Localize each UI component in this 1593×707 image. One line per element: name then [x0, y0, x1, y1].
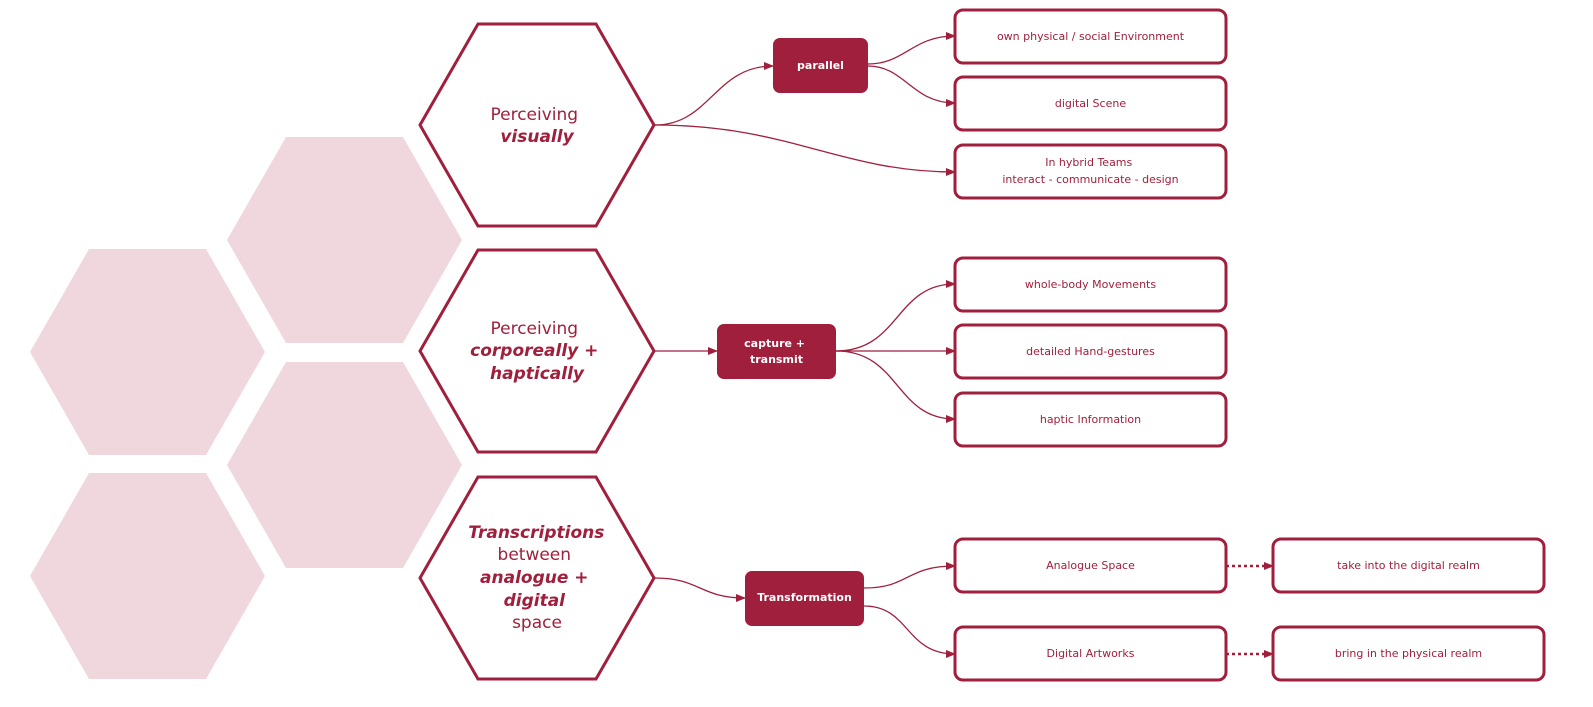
decorative-hexagon: [227, 362, 462, 568]
hexagon-outline: [418, 248, 656, 454]
middle-node-line: capture +: [744, 337, 805, 350]
hexagon-line: haptically: [490, 364, 585, 384]
realm-label: bring in the physical realm: [1335, 647, 1482, 660]
outcome-node: detailed Hand-gestures: [953, 323, 1228, 380]
outcome-label: detailed Hand-gestures: [1026, 345, 1155, 358]
hexagon-line: corporeally +: [470, 341, 598, 361]
outcome-nodes: own physical / social Environment digita…: [953, 8, 1546, 682]
connector-capture-to-haptic: [835, 350, 956, 423]
hexagon-line: visually: [500, 127, 574, 147]
outcome-box: [953, 323, 1228, 380]
outcome-node: digital Scene: [953, 75, 1228, 132]
middle-node-label: parallel: [797, 59, 844, 72]
outcome-box: [953, 537, 1228, 594]
decorative-hexagon: [30, 473, 265, 679]
middle-node-label: capture + transmit: [744, 337, 809, 366]
decorative-hexagons: [30, 137, 462, 679]
hexagon-line: between: [498, 545, 572, 565]
outcome-box: [953, 391, 1228, 448]
connector-hex1-to-hybrid-teams: [654, 124, 956, 176]
realm-node: take into the digital realm: [1271, 537, 1546, 594]
outcome-node: own physical / social Environment: [953, 8, 1228, 65]
outcome-box: [953, 8, 1228, 65]
connector-transformation-to-digital-artworks: [863, 605, 956, 658]
hexagon-label: Transcriptions between analogue + digita…: [468, 523, 610, 633]
outcome-line: interact - communicate - design: [1002, 173, 1178, 186]
middle-node-box: [745, 571, 864, 626]
realm-box: [1271, 537, 1546, 594]
hexagon-row-3: Transcriptions between analogue + digita…: [418, 475, 656, 681]
outcome-box: [953, 143, 1228, 200]
middle-node-parallel: parallel: [773, 38, 868, 93]
realm-line: take into the digital realm: [1337, 559, 1480, 572]
middle-node-line: transmit: [750, 353, 803, 366]
outcome-label: Analogue Space: [1046, 559, 1135, 572]
middle-node-box: [717, 324, 836, 379]
outcome-node: Digital Artworks: [953, 625, 1228, 682]
hexagon-line: Transcriptions: [468, 523, 604, 543]
hexagon-outline: [418, 22, 656, 228]
outcome-label: whole-body Movements: [1025, 278, 1156, 291]
hexagon-line: digital: [504, 591, 567, 611]
outcome-label: digital Scene: [1055, 97, 1126, 110]
outcome-line: detailed Hand-gestures: [1026, 345, 1155, 358]
connector-parallel-to-digital-scene: [867, 65, 956, 107]
hexagon-outline: [418, 475, 656, 681]
outcome-line: haptic Information: [1040, 413, 1141, 426]
connectors: [654, 32, 1274, 658]
outcome-node: Analogue Space: [953, 537, 1228, 594]
outcome-line: In hybrid Teams: [1045, 156, 1132, 169]
outcome-label: Digital Artworks: [1047, 647, 1135, 660]
outcome-node: haptic Information: [953, 391, 1228, 448]
outcome-box: [953, 625, 1228, 682]
hexagon-row-1: Perceiving visually: [418, 22, 656, 228]
hexagon-line: analogue +: [480, 568, 589, 588]
hexagon-row-2: Perceiving corporeally + haptically: [418, 248, 656, 454]
middle-node-line: Transformation: [757, 591, 852, 604]
hexagon-line: Perceiving: [490, 105, 578, 125]
outcome-line: own physical / social Environment: [997, 30, 1185, 43]
decorative-hexagon: [227, 137, 462, 343]
outcome-line: whole-body Movements: [1025, 278, 1156, 291]
realm-label: take into the digital realm: [1337, 559, 1480, 572]
outcome-label: own physical / social Environment: [997, 30, 1185, 43]
outcome-node: whole-body Movements: [953, 256, 1228, 313]
decorative-hexagon: [30, 249, 265, 455]
connector-hex3-to-transformation: [654, 577, 746, 602]
connector-transformation-to-analogue: [863, 562, 956, 589]
outcome-node: In hybrid Teams interact - communicate -…: [953, 143, 1228, 200]
middle-node-transformation: Transformation: [745, 571, 864, 626]
outcome-line: Analogue Space: [1046, 559, 1135, 572]
hexagon-line: Perceiving: [490, 319, 578, 339]
hexagon-label: Perceiving corporeally + haptically: [470, 319, 604, 384]
realm-node: bring in the physical realm: [1271, 625, 1546, 682]
outcome-line: digital Scene: [1055, 97, 1126, 110]
realm-line: bring in the physical realm: [1335, 647, 1482, 660]
outcome-box: [953, 75, 1228, 132]
connector-hex1-to-parallel: [654, 62, 774, 126]
outcome-box: [953, 256, 1228, 313]
middle-node-label: Transformation: [757, 591, 852, 604]
connector-capture-to-movements: [835, 280, 956, 352]
middle-node-line: parallel: [797, 59, 844, 72]
outcome-label: In hybrid Teams interact - communicate -…: [1002, 156, 1178, 186]
connector-parallel-to-environment: [867, 32, 956, 65]
middle-node-box: [773, 38, 868, 93]
middle-node-capture-transmit: capture + transmit: [717, 324, 836, 379]
outcome-line: Digital Artworks: [1047, 647, 1135, 660]
hexagon-label: Perceiving visually: [490, 105, 583, 147]
outcome-label: haptic Information: [1040, 413, 1141, 426]
hexagon-line: space: [512, 613, 562, 633]
realm-box: [1271, 625, 1546, 682]
